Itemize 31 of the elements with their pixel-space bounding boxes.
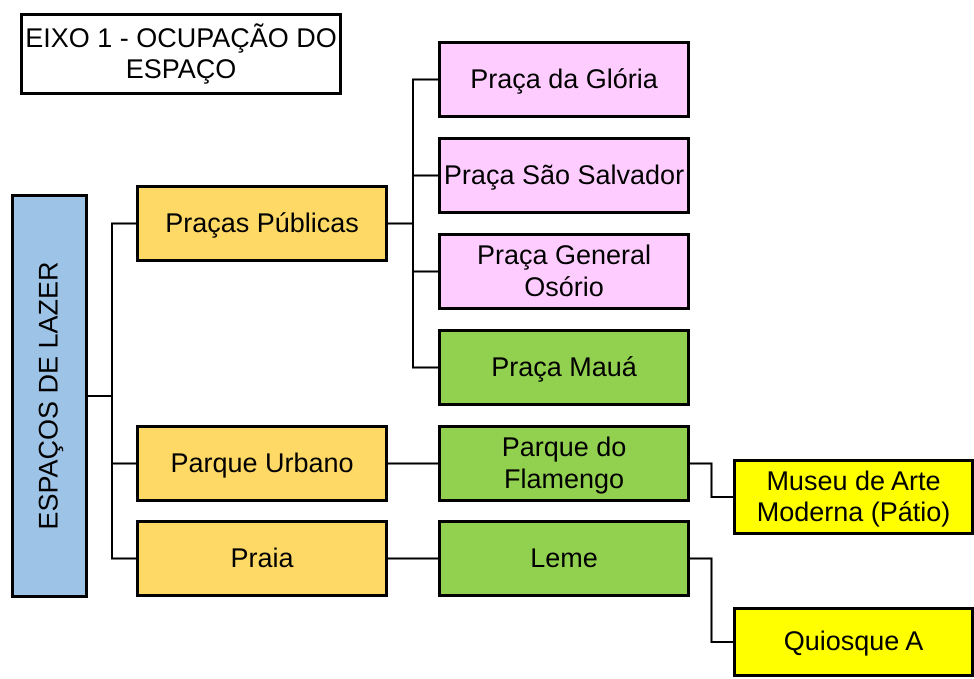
node-label: Quiosque A (784, 626, 924, 658)
connector-line (690, 462, 733, 498)
connector-line (388, 462, 438, 464)
node-label: Parque Urbano (170, 448, 354, 480)
category-box (733, 607, 974, 677)
node-label: Praça Mauá (491, 352, 637, 384)
category-box (438, 520, 690, 597)
node-label: Museu de Arte Moderna (Pátio) (756, 466, 952, 528)
category-box (438, 137, 690, 214)
node-label: Praças Públicas (165, 208, 359, 240)
category-box (136, 520, 388, 597)
node-label: Praia (230, 542, 294, 574)
title-box: EIXO 1 - OCUPAÇÃO DO ESPAÇO (20, 13, 342, 95)
node-label: Praça da Glória (470, 64, 658, 96)
category-box (733, 459, 974, 535)
node-label: ESPAÇOS DE LAZER (34, 262, 65, 530)
connector-line (388, 558, 438, 560)
connector-line (388, 222, 438, 368)
category-box (438, 41, 690, 118)
category-box (438, 329, 690, 406)
category-box (136, 185, 388, 262)
connector-line (88, 395, 136, 560)
node-label: Praça São Salvador (444, 160, 684, 192)
category-box (438, 233, 690, 310)
category-box (438, 425, 690, 502)
node-label: Leme (530, 542, 598, 574)
category-box (136, 425, 388, 502)
category-box (11, 194, 88, 598)
node-label: Parque do Flamengo (500, 432, 628, 495)
connector-line (690, 558, 733, 643)
node-label: Praça General Osório (476, 240, 652, 303)
